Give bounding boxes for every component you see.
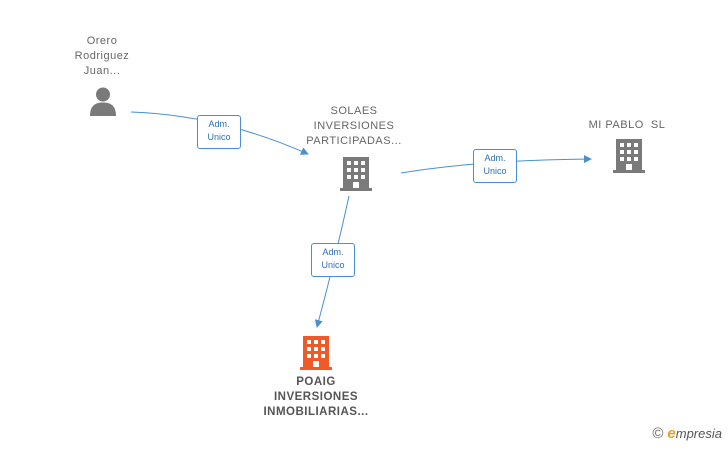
building-icon[interactable] <box>613 137 645 173</box>
edge-label-solaes-poaig[interactable]: Adm. Unico <box>311 243 355 277</box>
building-icon[interactable] <box>340 155 372 191</box>
node-label-mipablo[interactable]: MI PABLO SL <box>577 118 677 133</box>
node-label-person[interactable]: Orero Rodriguez Juan... <box>52 34 152 79</box>
node-label-line: INVERSIONES <box>273 391 359 403</box>
edge-label-line: Unico <box>321 260 345 270</box>
edge-label-line: Unico <box>207 132 231 142</box>
node-label-solaes[interactable]: SOLAES INVERSIONES PARTICIPADAS... <box>294 104 414 149</box>
brand-logo[interactable]: empresia <box>667 425 722 442</box>
node-label-line: INVERSIONES <box>313 120 395 132</box>
brand-initial: e <box>667 425 676 442</box>
edge-label-line: Adm. <box>208 119 230 129</box>
edge-label-line: Adm. <box>484 153 506 163</box>
node-label-line: POAIG <box>296 376 336 388</box>
copyright-symbol: © <box>652 425 664 442</box>
node-label-line: INMOBILIARIAS... <box>263 406 369 418</box>
node-label-line: MI PABLO SL <box>588 119 666 131</box>
node-label-line: Orero <box>86 35 118 47</box>
node-label-line: Juan... <box>83 65 121 77</box>
node-label-line: PARTICIPADAS... <box>306 135 402 147</box>
building-icon[interactable] <box>300 334 332 370</box>
node-label-line: Rodriguez <box>74 50 130 62</box>
node-label-line: SOLAES <box>330 105 378 117</box>
edge-label-solaes-mipablo[interactable]: Adm. Unico <box>473 149 517 183</box>
edge-label-line: Adm. <box>322 247 344 257</box>
brand-credit: © empresia <box>652 425 722 442</box>
node-label-poaig[interactable]: POAIG INVERSIONES INMOBILIARIAS... <box>246 375 386 420</box>
edge-label-person-solaes[interactable]: Adm. Unico <box>197 115 241 149</box>
person-icon[interactable] <box>88 86 118 116</box>
brand-name: mpresia <box>675 426 722 441</box>
edge-label-line: Unico <box>483 166 507 176</box>
